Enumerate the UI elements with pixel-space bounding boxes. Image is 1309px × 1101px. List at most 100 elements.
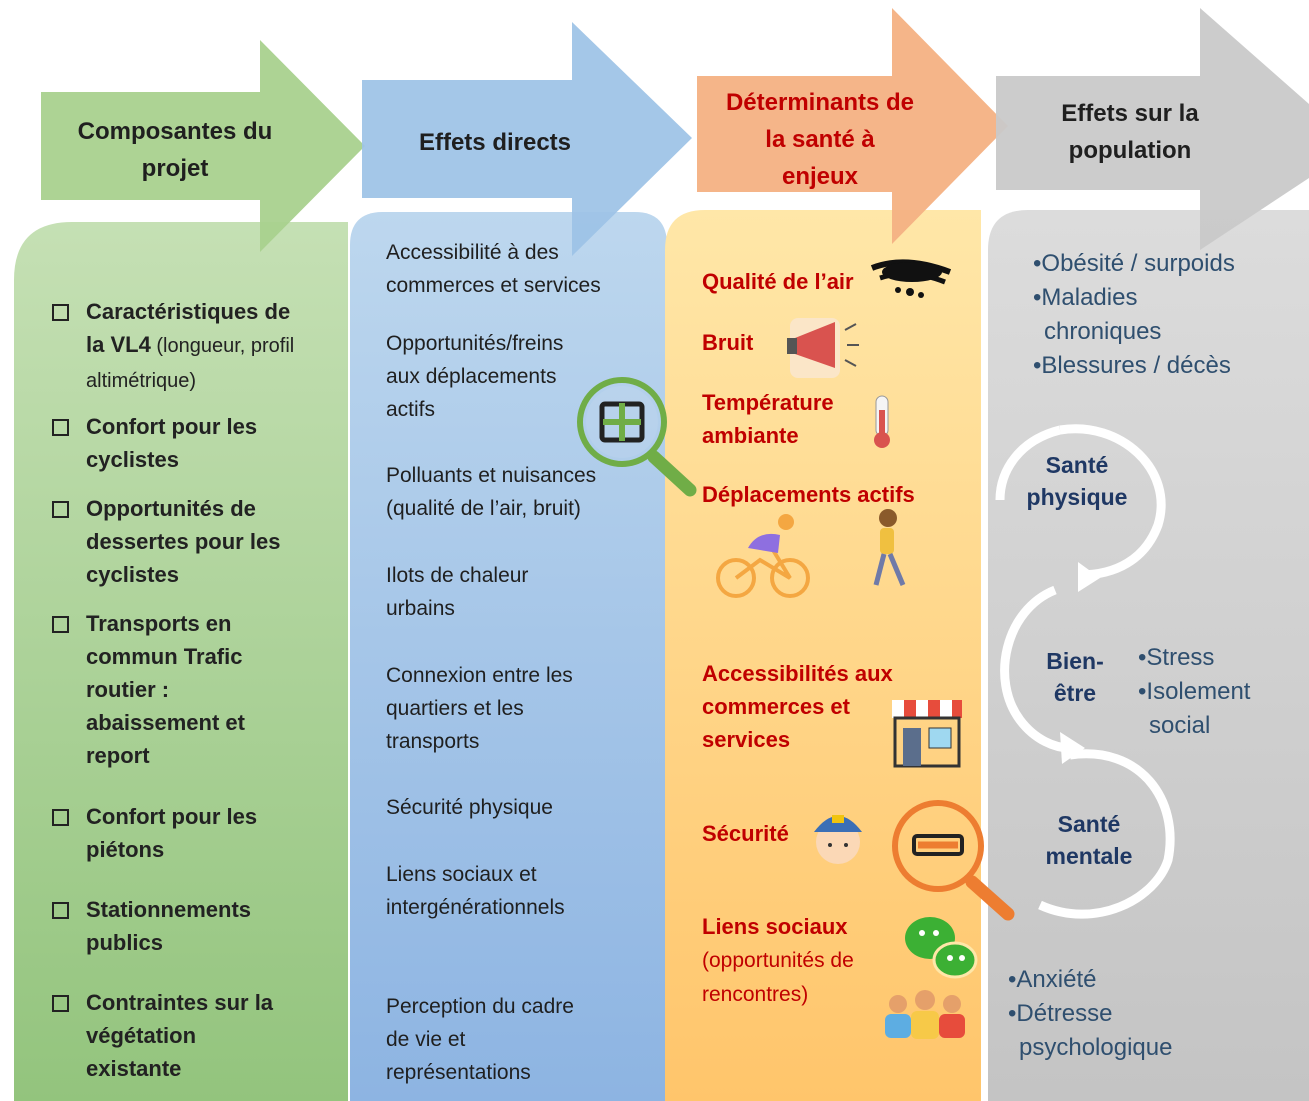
effet-direct-item: Connexion entre les quartiers et les tra… <box>386 659 646 758</box>
header-line: enjeux <box>781 163 859 190</box>
item-line: transports <box>386 730 480 753</box>
item-line: Liens sociaux <box>702 914 848 939</box>
physique-effects-list: •Obésité / surpoids •Maladies chroniques… <box>1033 247 1235 383</box>
item-line: dessertes pour les <box>86 529 281 554</box>
header-line: Effets directs <box>418 129 572 156</box>
list-item: •Anxiété <box>1008 966 1097 993</box>
list-item: social <box>1149 712 1211 739</box>
item-line: Perception du cadre <box>386 995 574 1018</box>
effet-direct-item: Sécurité physique <box>386 791 646 824</box>
item-line: Connexion entre les <box>386 664 573 687</box>
determinant-bruit: Bruit <box>702 326 753 359</box>
item-line: piétons <box>86 837 165 862</box>
item-line: commerces et services <box>386 274 601 297</box>
label-line: être <box>1053 680 1097 706</box>
item-line: Accessibilité à des <box>386 241 559 264</box>
effet-direct-item: Liens sociaux et intergénérationnels <box>386 858 646 924</box>
item-line: commun Trafic <box>86 644 243 669</box>
chat-icon <box>905 917 978 979</box>
checkbox-icon <box>52 419 69 436</box>
checkbox-icon <box>52 809 69 826</box>
header-effets-directs: Effets directs <box>380 124 610 161</box>
green-column <box>14 222 348 1101</box>
orange-arrow <box>697 8 1008 244</box>
header-line: la santé à <box>765 126 875 153</box>
cycle-arrow-bottom <box>1038 749 1175 919</box>
shop-icon <box>892 700 962 768</box>
item-line: routier : <box>86 677 170 702</box>
item-line: (qualité de l’air, bruit) <box>386 497 581 520</box>
effet-direct-item: Polluants et nuisances (qualité de l’air… <box>386 459 646 525</box>
item-line: Contraintes sur la <box>86 990 274 1015</box>
effet-direct-item: Accessibilité à des commerces et service… <box>386 236 646 302</box>
item-line: actifs <box>386 398 436 421</box>
determinant-accessibilites: Accessibilités aux commerces et services <box>702 657 893 756</box>
cycle-arrow-left <box>1000 585 1071 753</box>
composante-item: Confort pour les cyclistes <box>52 410 322 476</box>
item-line: Transports en <box>86 611 232 636</box>
blue-column <box>350 212 667 1101</box>
blue-arrow <box>362 22 692 256</box>
sante-physique-label: Santé physique <box>1012 449 1142 513</box>
item-line: Ilots de chaleur <box>386 564 529 587</box>
checkbox-icon <box>52 304 69 321</box>
item-line: publics <box>86 930 164 955</box>
item-line: Déplacements actifs <box>702 482 915 507</box>
item-line: représentations <box>386 1061 531 1084</box>
item-line: Stationnements <box>86 897 252 922</box>
determinant-liens: Liens sociaux (opportunités de rencontre… <box>702 910 854 1011</box>
item-line: végétation <box>86 1023 197 1048</box>
label-line: Santé <box>1045 452 1109 478</box>
checkbox-icon <box>52 995 69 1012</box>
list-item: chroniques <box>1044 318 1162 345</box>
effet-direct-item: Perception du cadre de vie et représenta… <box>386 990 646 1089</box>
orange-column <box>665 210 981 1101</box>
composante-item: Transports en commun Trafic routier : ab… <box>52 607 322 772</box>
header-effets-population: Effets sur la population <box>1010 95 1250 169</box>
item-line: Qualité de l’air <box>702 269 854 294</box>
sante-mentale-label: Santé mentale <box>1024 808 1154 872</box>
item-line: intergénérationnels <box>386 896 565 919</box>
item-line: existante <box>86 1056 182 1081</box>
item-line: aux déplacements <box>386 365 557 388</box>
checkbox-icon <box>52 902 69 919</box>
item-line: Polluants et nuisances <box>386 464 597 487</box>
cycle-arrow-top-left <box>995 425 1062 501</box>
item-line: Confort pour les <box>86 804 258 829</box>
composante-item: Stationnements publics <box>52 893 322 959</box>
list-item: •Isolement <box>1138 678 1251 705</box>
item-line: Liens sociaux et <box>386 863 537 886</box>
megaphone-icon <box>787 318 859 378</box>
list-item: •Blessures / décès <box>1033 352 1231 379</box>
plus-magnifier-icon <box>577 377 697 497</box>
item-line: de vie et <box>386 1028 466 1051</box>
item-line: la VL4 <box>86 332 151 357</box>
list-item: •Maladies <box>1033 284 1138 311</box>
item-line: (opportunités de <box>702 949 854 972</box>
determinant-deplacements: Déplacements actifs <box>702 478 915 511</box>
item-line: Confort pour les <box>86 414 258 439</box>
determinant-temperature: Température ambiante <box>702 386 834 452</box>
cycle-arrowhead-mid <box>1060 732 1085 764</box>
composante-item: Contraintes sur la végétation existante <box>52 986 322 1085</box>
item-line: Caractéristiques de <box>86 299 291 324</box>
determinant-air: Qualité de l’air <box>702 265 854 298</box>
header-line: Effets sur la <box>1061 100 1199 127</box>
effet-direct-item: Opportunités/freins aux déplacements act… <box>386 327 646 426</box>
item-line: abaissement et <box>86 710 245 735</box>
green-arrow <box>41 40 365 252</box>
item-line: ambiante <box>702 423 799 448</box>
item-note: (longueur, profil altimétrique) <box>86 335 295 392</box>
cycle-arrow-top <box>1059 424 1166 580</box>
walker-icon <box>873 509 906 586</box>
header-determinants: Déterminants de la santé à enjeux <box>700 84 940 195</box>
composante-item: Caractéristiques de la VL4 (longueur, pr… <box>52 295 322 398</box>
item-line: Sécurité physique <box>386 796 553 819</box>
list-item: •Obésité / surpoids <box>1033 250 1235 277</box>
effet-direct-item: Ilots de chaleur urbains <box>386 559 646 625</box>
item-line: quartiers et les <box>386 697 524 720</box>
list-item: •Détresse <box>1008 1000 1113 1027</box>
cycle-arrowhead-top <box>1078 562 1100 592</box>
header-line: projet <box>141 155 209 182</box>
